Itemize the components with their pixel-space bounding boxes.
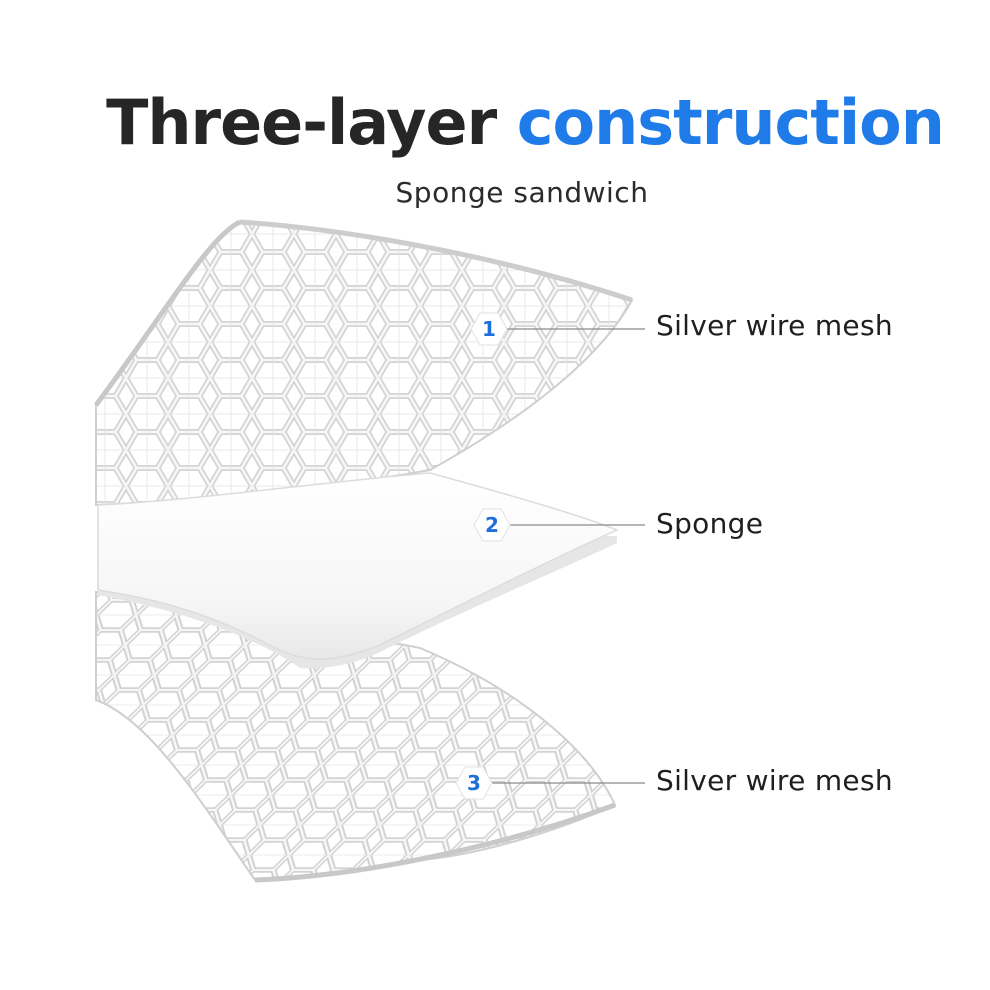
bottom-mesh-layer (95, 590, 617, 883)
label-layer-3: Silver wire mesh (656, 764, 893, 797)
label-layer-2: Sponge (656, 507, 764, 540)
badge-number-1: 1 (482, 317, 496, 341)
badge-1: 1 (470, 312, 508, 346)
title-part-1: Three-layer (106, 86, 497, 159)
label-layer-1: Silver wire mesh (656, 309, 893, 342)
page-title: Three-layer construction (0, 92, 990, 154)
badge-number-3: 3 (467, 771, 481, 795)
badge-number-2: 2 (485, 513, 499, 537)
badge-2: 2 (473, 508, 511, 542)
page-subtitle: Sponge sandwich (395, 176, 649, 209)
badge-3: 3 (455, 766, 493, 800)
title-part-2: construction (516, 86, 945, 159)
top-mesh-layer (94, 219, 634, 507)
